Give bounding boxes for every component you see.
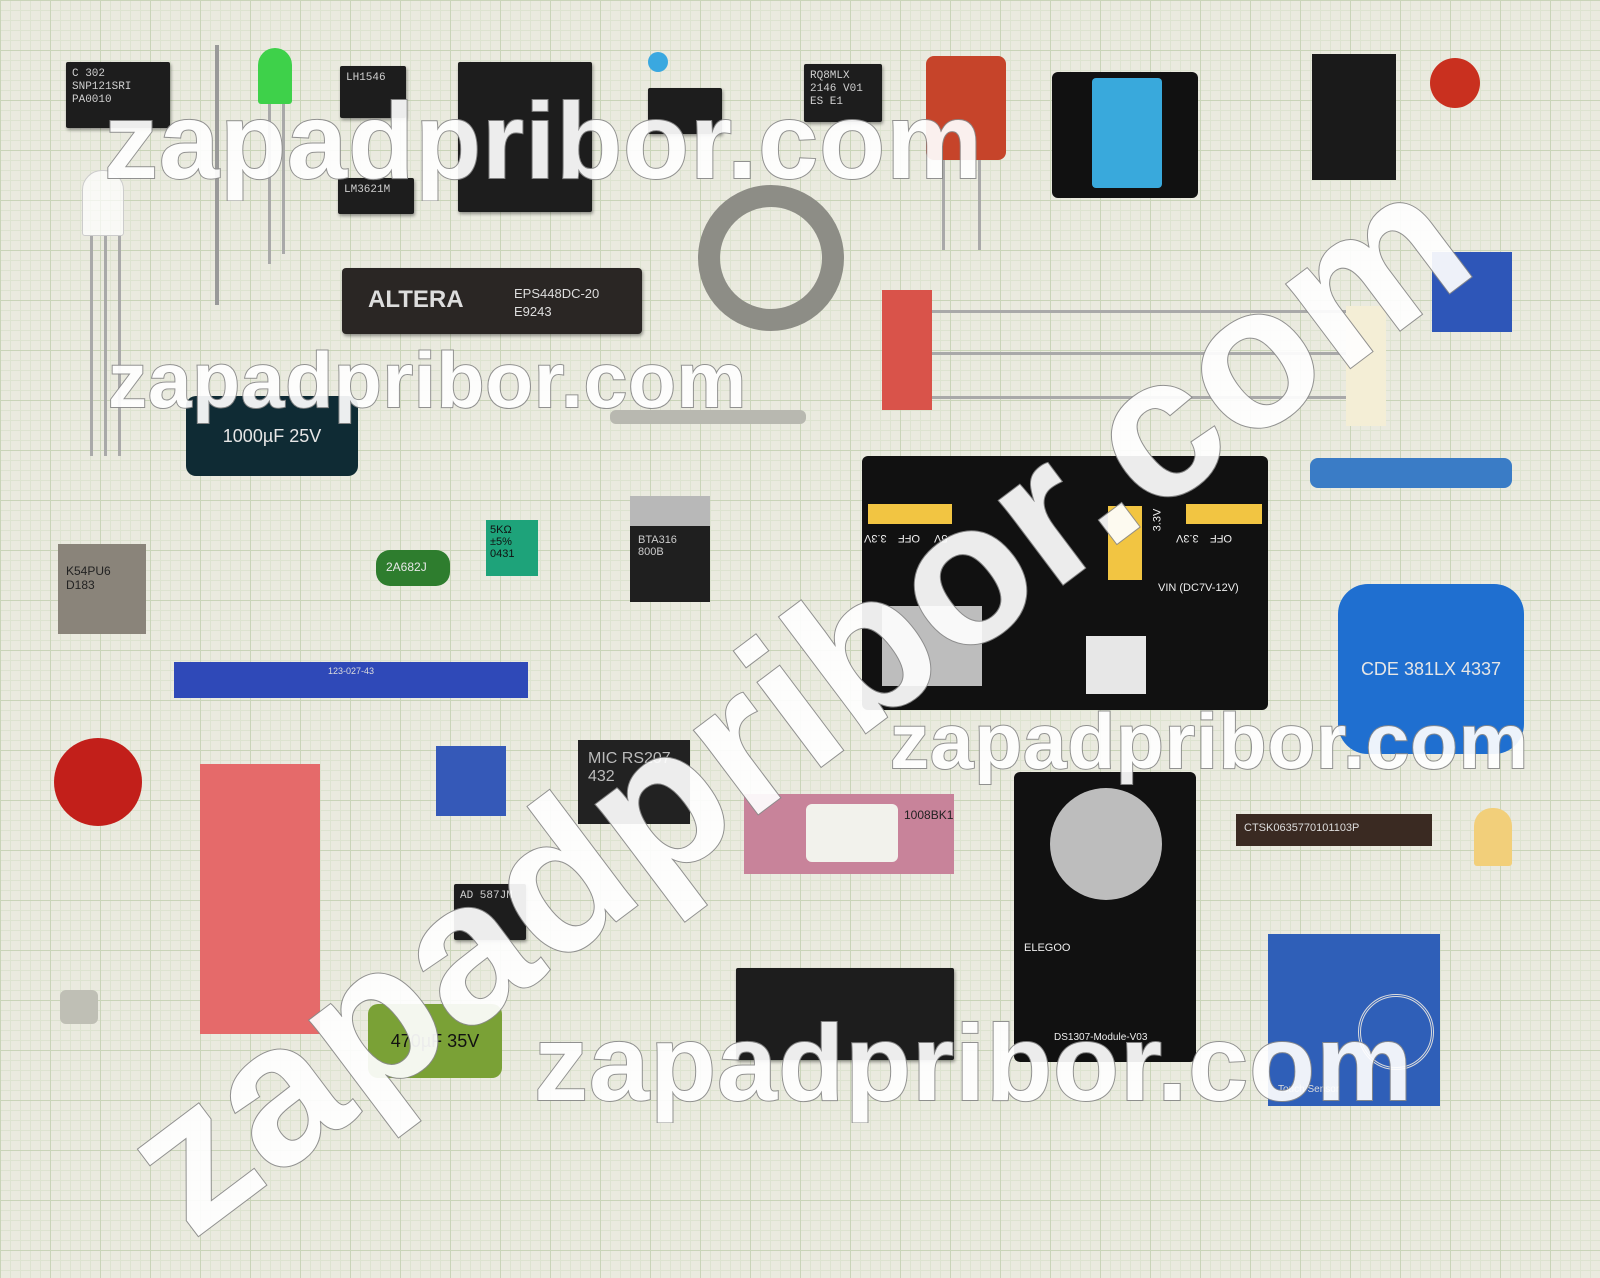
diode-lead bbox=[932, 310, 1352, 313]
watermark-middle-right: zapadpribor.com bbox=[889, 696, 1530, 786]
sensor-module-red bbox=[200, 764, 320, 1034]
ceramic-ic-label: 1008BK1 bbox=[904, 808, 954, 822]
k54-hybrid-ic: K54PU6 D183 bbox=[58, 544, 146, 634]
led-lead bbox=[90, 236, 93, 456]
electrolytic-cap-470uf: 470µF 35V bbox=[368, 1004, 502, 1078]
altera-part: EPS448DC-20 bbox=[514, 286, 600, 301]
rtc-ds1307-module: ELEGOO DS1307-Module-V03 bbox=[1014, 772, 1196, 1062]
resistor-network: CTSK0635770101103P bbox=[1236, 814, 1432, 846]
touch-sensor-module: Touch Sensor bbox=[1268, 934, 1440, 1106]
diode-axial bbox=[215, 45, 219, 305]
film-cap-green: 2A682J bbox=[376, 550, 450, 586]
led-lead bbox=[118, 236, 121, 456]
transistor-metal-can bbox=[60, 990, 98, 1024]
electrolytic-cap-1000uf: 1000µF 25V bbox=[186, 396, 358, 476]
diode-lead bbox=[932, 396, 1352, 399]
led-clear bbox=[82, 170, 124, 236]
led-green bbox=[258, 48, 292, 104]
bridge-rectifier: MIC RS207 432 bbox=[578, 740, 690, 824]
chip-ad587: AD 587JN bbox=[454, 884, 526, 940]
ceramic-ic-1008: 1008BK1 bbox=[744, 794, 954, 874]
rtc-label: DS1307-Module-V03 bbox=[1054, 1032, 1148, 1043]
tape-white bbox=[1346, 306, 1386, 426]
cap-lead bbox=[978, 160, 981, 250]
varistor-red bbox=[54, 738, 142, 826]
electrolytic-cap-cde: CDE 381LX 4337 bbox=[1338, 584, 1524, 754]
potentiometer bbox=[610, 410, 806, 424]
watermark-middle-left: zapadpribor.com bbox=[107, 335, 748, 425]
cap-lead bbox=[942, 160, 945, 250]
chip-lm3621: LM3621M bbox=[338, 178, 414, 214]
breadboard-power-module: OFF 3.3V 5V 3.3V OFF 3.3V VIN (DC7V-12V) bbox=[862, 456, 1268, 710]
varistor-red-small bbox=[1430, 58, 1480, 108]
chip-lh1546: LH1546 bbox=[340, 66, 406, 118]
ceramic-cap-blue-small bbox=[648, 52, 668, 72]
trimmer-5k: 5KΩ ±5% 0431 bbox=[486, 520, 538, 576]
led-lead bbox=[268, 104, 271, 264]
smd-chip-top-left: C 302 SNP121SRI PA0010 bbox=[66, 62, 170, 128]
diode-array-red bbox=[882, 290, 932, 410]
led-yellow bbox=[1474, 808, 1512, 866]
watermark-top: zapadpribor.com bbox=[103, 79, 984, 202]
touch-sensor-label: Touch Sensor bbox=[1278, 1084, 1340, 1095]
altera-code: E9243 bbox=[514, 304, 552, 319]
chip-small-top bbox=[648, 88, 722, 134]
trimmer-blue-small bbox=[436, 746, 506, 816]
watermark-bottom: zapadpribor.com bbox=[533, 1001, 1414, 1124]
power-off-label-right: OFF bbox=[1210, 532, 1232, 544]
triac-bta316: BTA316 800B bbox=[630, 496, 710, 602]
chip-rq8mlx: RQ8MLX 2146 V01 ES E1 bbox=[804, 64, 882, 122]
resistor-blue bbox=[1310, 458, 1512, 488]
rtc-brand: ELEGOO bbox=[1024, 942, 1071, 954]
ic-socket-top bbox=[458, 62, 592, 212]
edge-connector: 123-027-43 bbox=[174, 662, 528, 698]
seven-segment bbox=[1312, 54, 1396, 180]
trimmer-blue bbox=[1432, 252, 1512, 332]
led-lead bbox=[104, 236, 107, 456]
vin-label: VIN (DC7V-12V) bbox=[1158, 582, 1239, 594]
dht11-sensor-module bbox=[1052, 72, 1198, 198]
metal-ring bbox=[698, 185, 844, 331]
altera-logo: ALTERA bbox=[368, 286, 464, 313]
diode-lead bbox=[932, 352, 1352, 355]
led-lead bbox=[282, 104, 285, 254]
altera-eprom: ALTERA EPS448DC-20 E9243 bbox=[342, 268, 642, 334]
film-cap-red bbox=[926, 56, 1006, 160]
ic-socket-bottom bbox=[736, 968, 954, 1060]
